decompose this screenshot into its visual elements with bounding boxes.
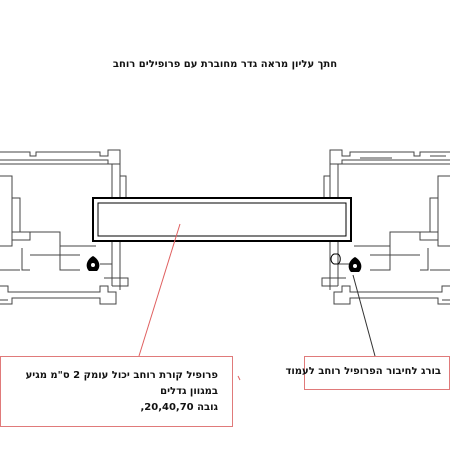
beam-profile — [92, 197, 352, 242]
small-tick — [237, 375, 241, 381]
right-small-bolt-icon — [330, 253, 341, 265]
right-bolt-icon — [348, 257, 362, 272]
bolt-callout-text: בורג לחיבור הפרופיל רוחב לעמוד — [285, 366, 441, 377]
bolt-leader-line — [352, 274, 376, 357]
bolt-callout: בורג לחיבור הפרופיל רוחב לעמוד — [285, 356, 450, 390]
beam-callout-line2: גובה 20,40,70, — [140, 402, 218, 413]
beam-profile-callout: פרופיל קורת רוחב יכול עומק 2 ס"מ מגיע במ… — [0, 356, 233, 427]
right-post-profile — [321, 149, 450, 305]
beam-callout-line1: פרופיל קורת רוחב יכול עומק 2 ס"מ מגיע במ… — [25, 370, 218, 397]
beam-leader-line — [138, 223, 181, 357]
left-bolt-icon — [86, 256, 100, 271]
drawing-title: חתך עליון מראה גדר מחוברת עם פרופילים רו… — [112, 59, 338, 70]
